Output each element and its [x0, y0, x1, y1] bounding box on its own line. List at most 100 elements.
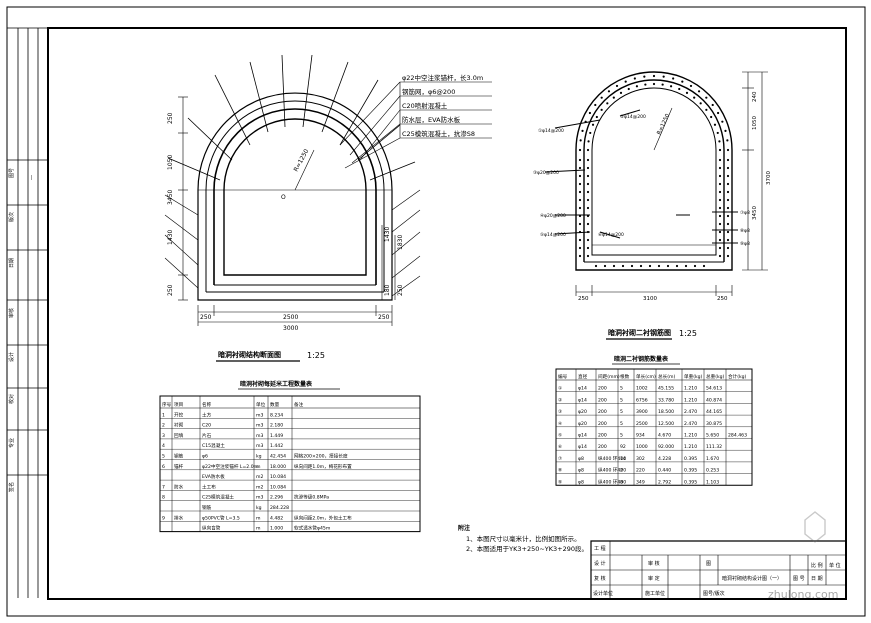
bar-label: ②φ14@200: [620, 114, 646, 120]
lt-cell: kg: [256, 505, 262, 511]
inner-border: [48, 28, 846, 599]
tb-cell: 工 程: [594, 545, 606, 552]
rt-cell: 284.463: [728, 433, 747, 439]
rebar-dot: [578, 174, 582, 178]
rt-cell: 纵400 环400: [598, 468, 626, 474]
lt-cell: 2: [162, 423, 165, 429]
lt-cell: 土工布: [202, 483, 216, 490]
legend-item: φ22中空注浆锚杆，长3.0m: [402, 73, 483, 82]
tb-cell: 复 核: [594, 575, 606, 582]
lt-cell: 8: [162, 495, 165, 501]
tb-drawing-name: 暗洞衬砌结构设计图（一）: [722, 575, 782, 582]
rt-cell: 0.440: [658, 468, 671, 474]
rebar-dot: [718, 198, 722, 202]
rt-cell: 5: [620, 409, 623, 415]
lt-cell: 3: [162, 433, 165, 439]
rt-cell: 1.210: [684, 397, 697, 403]
rt-header: 根数: [620, 373, 630, 380]
rt-cell: 2.470: [684, 421, 697, 427]
lt-cell: m3: [256, 412, 263, 418]
lt-cell: m: [256, 516, 261, 521]
rt-cell: 1.103: [706, 479, 719, 485]
bar-label: ①φ14@200: [538, 128, 564, 134]
rebar-dot: [652, 82, 656, 86]
tb-cell: 日 期: [811, 576, 823, 582]
rt-header: 合计(kg): [728, 373, 747, 380]
rebar-dot: [586, 254, 590, 258]
rebar-dot: [718, 174, 722, 178]
rebar-dot: [718, 222, 722, 226]
tb-cell: 设计单位: [593, 590, 613, 597]
rebar-dot: [718, 140, 721, 143]
svg-text:―: ―: [29, 175, 35, 180]
legend-labels: φ22中空注浆锚杆，长3.0m 钢筋网，φ6@200 C20喷射混凝土 防水层，…: [402, 73, 483, 138]
dim-right-c: 180: [384, 284, 391, 296]
rt-header: 间距(mm): [598, 373, 620, 380]
rebar-dot: [586, 238, 590, 242]
rebar-dot: [588, 111, 592, 115]
rt-cell: 200: [598, 421, 607, 427]
lt-cell: 2.296: [270, 495, 283, 501]
rt-cell: φ8: [578, 456, 584, 462]
rt-cell: 8: [620, 479, 623, 485]
rebar-dot: [726, 222, 730, 226]
lt-cell: 排水: [174, 514, 184, 521]
rebar-dot: [699, 102, 702, 105]
rebar-dot: [586, 182, 590, 186]
lt-cell: 土方: [202, 411, 212, 418]
rebar-dot: [648, 264, 652, 268]
rebar-dot: [726, 182, 730, 186]
rebar-dot: [578, 254, 582, 258]
lt-cell: 7: [162, 484, 165, 490]
tb-cell: 单 位: [829, 562, 841, 569]
rebar-dot: [635, 85, 639, 88]
lt-header: 项目: [174, 402, 183, 408]
rebar-dot: [578, 198, 582, 202]
rebar-dot: [693, 264, 697, 268]
rebar-dot: [657, 264, 661, 268]
rebar-dot: [718, 214, 722, 218]
rebar-dot: [586, 174, 590, 178]
rt-cell: 18.500: [658, 409, 674, 415]
lt-cell: 片石: [202, 432, 212, 439]
legend-item: 钢筋网，φ6@200: [402, 87, 455, 96]
rt-cell: 92.000: [658, 444, 674, 450]
notes: 附注 1、本图尺寸以毫米计，比例如图所示。 2、本图适用于YK3+250~YK3…: [458, 524, 588, 553]
left-legend: [340, 82, 492, 168]
lt-cell: m3: [256, 433, 263, 439]
rebar-dot: [693, 96, 696, 99]
legend-item: 防水层，EVA防水板: [402, 115, 461, 124]
lt-cell: m: [256, 527, 261, 532]
rt-cell: 纵400 环400: [598, 479, 626, 485]
rebar-dot: [681, 80, 684, 83]
bar-label: ⑧φ8: [740, 228, 750, 234]
rebar-dot: [684, 264, 688, 268]
rebar-dot: [643, 75, 646, 78]
lt-cell: kg: [256, 454, 262, 460]
tb-cell: 比 例: [811, 562, 823, 569]
tb-cell: 施工单位: [645, 590, 665, 597]
rt-cell: 5: [620, 386, 623, 392]
rebar-dot: [578, 246, 582, 250]
rebar-dot: [718, 254, 722, 258]
side-label: 版次: [8, 212, 15, 222]
rt-cell: ②: [558, 397, 562, 403]
left-dimension-labels: 250 1050 3450 1430 250 1430 1830 180 250…: [167, 112, 404, 332]
rebar-dot: [713, 123, 717, 126]
lt-cell: 18.000: [270, 464, 286, 470]
lt-cell: m2: [256, 474, 263, 480]
lt-cell: 纵向间距1.0m，梅花形布置: [294, 463, 352, 470]
rebar-quantity-table: 编号直径间距(mm)根数单长(cm)总长(m)单重(kg)总重(kg)合计(kg…: [556, 369, 752, 485]
rebar-dot: [627, 87, 630, 91]
bar-label: ⑥φ14@200: [598, 232, 624, 238]
rebar-dot: [716, 131, 719, 135]
rebar-dot: [603, 264, 607, 268]
rebar-dot: [666, 264, 670, 268]
rebar-dot: [718, 206, 722, 210]
dim-bottom-left: 250: [578, 296, 589, 302]
rebar-dot: [726, 254, 730, 258]
rt-cell: 5: [620, 397, 623, 403]
rt-cell: 5: [620, 421, 623, 427]
rebar-dot: [578, 182, 582, 186]
rt-cell: φ20: [578, 421, 587, 427]
